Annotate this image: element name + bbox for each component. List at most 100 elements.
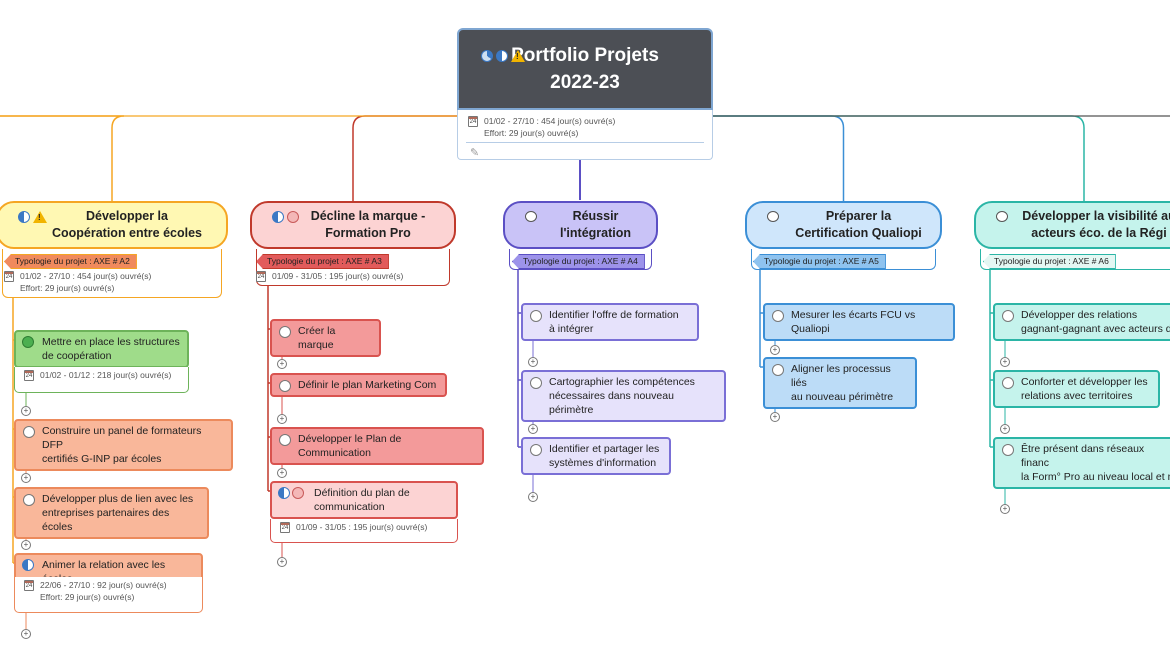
subtopic[interactable]: Développer plus de lien avec les entrepr… — [14, 487, 209, 539]
expand-plus-icon[interactable]: + — [1000, 357, 1010, 367]
topic-3[interactable]: Réussir l'intégration — [503, 201, 658, 249]
expand-plus-icon[interactable]: + — [1000, 504, 1010, 514]
subtopic[interactable]: Être présent dans réseaux financ la Form… — [993, 437, 1170, 489]
meta-effort: Effort: 29 jour(s) ouvré(s) — [20, 283, 115, 293]
subtopic-label: Construire un panel de formateurs DFP ce… — [42, 425, 202, 465]
comment-icon — [767, 211, 779, 222]
subtopic-label: Définir le plan Marketing Com — [298, 379, 437, 391]
expand-plus-icon[interactable]: + — [21, 629, 31, 639]
meta-dates: 22/06 - 27/10 : 92 jour(s) ouvré(s) — [40, 580, 167, 590]
subtopic-label: Aligner les processus liés au nouveau pé… — [791, 363, 894, 403]
task-circle-icon[interactable] — [279, 434, 291, 446]
subtopic-details — [14, 367, 189, 393]
subtopic[interactable]: Identifier l'offre de formation à intégr… — [521, 303, 699, 341]
subtopic-label: Identifier l'offre de formation à intégr… — [549, 309, 679, 335]
meta-dates: 01/02 - 01/12 : 218 jour(s) ouvré(s) — [40, 370, 172, 380]
user-icon — [292, 487, 304, 499]
task-circle-icon[interactable] — [1002, 377, 1014, 389]
subtopic[interactable]: Mettre en place les structures de coopér… — [14, 330, 189, 368]
task-circle-icon[interactable] — [23, 426, 35, 438]
expand-plus-icon[interactable]: + — [770, 345, 780, 355]
expand-plus-icon[interactable]: + — [528, 424, 538, 434]
root-topic[interactable]: Portfolio Projets 2022-23 — [457, 28, 713, 110]
subtopic-meta: 24 01/09 - 31/05 : 195 jour(s) ouvré(s) — [280, 521, 427, 533]
expand-plus-icon[interactable]: + — [528, 357, 538, 367]
subtopic[interactable]: Créer la marque — [270, 319, 381, 357]
task-circle-icon[interactable] — [279, 326, 291, 338]
meta-dates: 01/09 - 31/05 : 195 jour(s) ouvré(s) — [296, 522, 428, 532]
subtopic-details — [14, 577, 203, 613]
subtopic[interactable]: Mesurer les écarts FCU vs Qualiopi — [763, 303, 955, 341]
task-circle-icon[interactable] — [530, 444, 542, 456]
progress-icon — [18, 211, 30, 223]
subtopic[interactable]: Construire un panel de formateurs DFP ce… — [14, 419, 233, 471]
expand-plus-icon[interactable]: + — [528, 492, 538, 502]
subtopic-label: Développer le Plan de Communication — [298, 433, 402, 459]
topic-1[interactable]: Développer la Coopération entre écoles — [0, 201, 228, 249]
root-dates: 01/02 - 27/10 : 454 jour(s) ouvré(s) — [484, 116, 616, 126]
connector-line — [352, 115, 457, 201]
paperclip-icon[interactable]: ✎ — [470, 147, 480, 159]
subtopic[interactable]: Définition du plan de communication — [270, 481, 458, 519]
subtopic[interactable]: Identifier et partager les systèmes d'in… — [521, 437, 671, 475]
topic-title: Développer la visibilité au acteurs éco.… — [1022, 209, 1170, 240]
meta-effort: Effort: 29 jour(s) ouvré(s) — [40, 592, 135, 602]
subtopic-meta: 24 01/02 - 01/12 : 218 jour(s) ouvré(s) — [24, 369, 171, 381]
calendar-icon: 24 — [4, 271, 14, 282]
topic-4[interactable]: Préparer la Certification Qualiopi — [745, 201, 942, 249]
expand-plus-icon[interactable]: + — [277, 414, 287, 424]
task-circle-icon[interactable] — [772, 310, 784, 322]
subtopic-label: Conforter et développer les relations av… — [1021, 376, 1148, 402]
typology-tag: Typologie du projet : AXE # A2 — [4, 254, 137, 269]
task-circle-icon[interactable] — [772, 364, 784, 376]
subtopic[interactable]: Développer le Plan de Communication — [270, 427, 484, 465]
calendar-icon: 24 — [24, 580, 34, 591]
topic-title: Développer la Coopération entre écoles — [51, 209, 203, 240]
topic-title: Préparer la Certification Qualiopi — [795, 209, 922, 240]
expand-plus-icon[interactable]: + — [21, 406, 31, 416]
calendar-icon: 24 — [24, 370, 34, 381]
meta-dates: 01/02 - 27/10 : 454 jour(s) ouvré(s) — [20, 271, 152, 281]
topic-2[interactable]: Décline la marque - Formation Pro — [250, 201, 456, 249]
user-icon — [287, 211, 299, 223]
expand-plus-icon[interactable]: + — [277, 557, 287, 567]
subtopic-label: Mesurer les écarts FCU vs Qualiopi — [791, 309, 916, 335]
subtopic-meta: 24 22/06 - 27/10 : 92 jour(s) ouvré(s) Eff… — [24, 579, 167, 603]
expand-plus-icon[interactable]: + — [21, 540, 31, 550]
expand-plus-icon[interactable]: + — [277, 468, 287, 478]
task-circle-icon[interactable] — [530, 310, 542, 322]
topic-5[interactable]: Développer la visibilité au acteurs éco.… — [974, 201, 1170, 249]
subtopic[interactable]: Aligner les processus liés au nouveau pé… — [763, 357, 917, 409]
calendar-icon: 24 — [468, 116, 478, 127]
subtopic-icons — [22, 336, 34, 348]
expand-plus-icon[interactable]: + — [1000, 424, 1010, 434]
task-circle-icon[interactable] — [530, 377, 542, 389]
progress-icon — [278, 487, 290, 499]
task-circle-icon[interactable] — [1002, 444, 1014, 456]
task-circle-icon[interactable] — [23, 494, 35, 506]
subtopic[interactable]: Cartographier les compétences nécessaire… — [521, 370, 726, 422]
subtopic-label: Développer plus de lien avec les entrepr… — [42, 493, 194, 533]
expand-plus-icon[interactable]: + — [21, 473, 31, 483]
expand-plus-icon[interactable]: + — [770, 412, 780, 422]
topic-icons — [767, 211, 779, 222]
connector-line — [713, 115, 845, 201]
subtopic-label: Identifier et partager les systèmes d'in… — [549, 443, 660, 469]
root-separator — [466, 142, 704, 143]
topic-title: Réussir l'intégration — [559, 209, 632, 240]
subtopic[interactable]: Développer des relations gagnant-gagnant… — [993, 303, 1170, 341]
subtopic[interactable]: Définir le plan Marketing Com — [270, 373, 447, 397]
subtopic[interactable]: Conforter et développer les relations av… — [993, 370, 1160, 408]
topic-meta: 24 01/02 - 27/10 : 454 jour(s) ouvré(s) Ef… — [4, 270, 151, 294]
task-circle-icon[interactable] — [1002, 310, 1014, 322]
pie-chart-icon — [481, 50, 493, 62]
comment-icon — [525, 211, 537, 222]
subtopic-label: Être présent dans réseaux financ la Form… — [1021, 443, 1170, 483]
refresh-icon — [22, 336, 34, 348]
task-circle-icon[interactable] — [279, 380, 291, 392]
calendar-icon: 24 — [280, 522, 290, 533]
expand-plus-icon[interactable]: + — [277, 359, 287, 369]
subtopic-icons — [278, 487, 304, 499]
